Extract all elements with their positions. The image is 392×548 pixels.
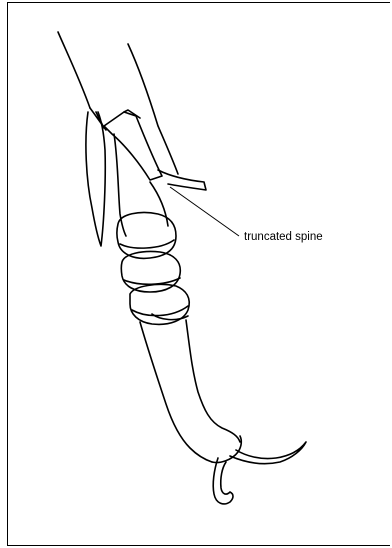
segment-ring-3-inner — [132, 306, 188, 316]
segment-ring-1-inner — [120, 240, 174, 248]
tarsus-right-edge — [150, 182, 168, 226]
terminal-segment-left-edge — [140, 322, 212, 462]
upper-segment-left-edge — [58, 32, 90, 108]
segment-ring-2-inner — [124, 278, 180, 284]
long-spine — [86, 112, 105, 246]
terminal-segment-right-edge — [186, 320, 240, 442]
right-spine-tip — [158, 170, 206, 190]
truncated-spine-label: truncated spine — [244, 231, 323, 243]
hook-claw — [213, 458, 233, 504]
label-leader-line — [170, 187, 239, 236]
truncated-spine — [104, 112, 162, 180]
upper-segment-right-edge — [128, 44, 178, 174]
